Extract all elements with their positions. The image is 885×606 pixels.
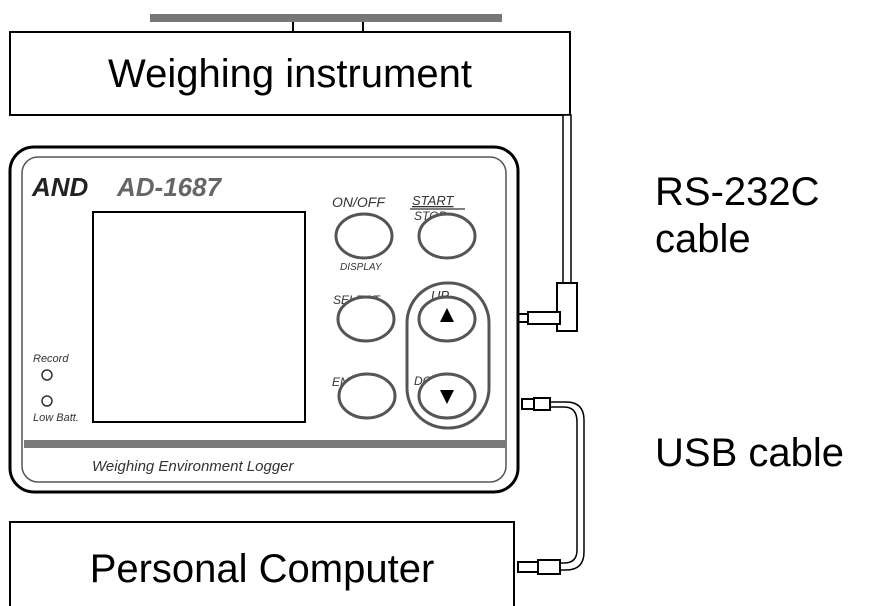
start-label: START (412, 193, 454, 208)
logger-inner-frame (21, 156, 507, 483)
usb-cable-label: USB cable (655, 431, 844, 475)
weighing-instrument-label: Weighing instrument (108, 52, 472, 96)
footer-label: Weighing Environment Logger (92, 458, 295, 475)
rs232-plug (556, 282, 578, 332)
scale-pan (150, 14, 502, 22)
weighing-instrument-box (9, 31, 571, 116)
model-name: AD-1687 (116, 172, 223, 202)
rs232-cable (562, 114, 572, 286)
lcd-display (92, 211, 306, 423)
usb-plug-computer (537, 559, 561, 575)
usb-tip-device (521, 398, 535, 410)
up-arrow-icon (440, 308, 454, 322)
select-button[interactable] (336, 295, 396, 343)
enter-button[interactable] (337, 372, 397, 420)
record-led (41, 369, 53, 381)
rs232-connector (527, 311, 561, 325)
usb-cable-inner (550, 406, 578, 564)
rs232-cable-label-line1: RS-232C (655, 170, 820, 214)
usb-cable-outer (550, 401, 585, 571)
on-off-label: ON/OFF (332, 194, 386, 210)
low-batt-led (41, 395, 53, 407)
record-led-label: Record (33, 353, 69, 365)
display-label: DISPLAY (340, 262, 383, 273)
personal-computer-label: Personal Computer (90, 547, 435, 591)
rs232-cable-label-line2: cable (655, 217, 751, 261)
usb-plug-device (533, 397, 551, 411)
usb-tip-computer (517, 561, 539, 573)
low-batt-led-label: Low Batt. (33, 412, 79, 424)
brand-logo: AND (31, 172, 89, 202)
accent-bar (24, 440, 506, 448)
personal-computer-box (9, 521, 515, 606)
up-down-group (405, 281, 491, 430)
on-off-button[interactable] (334, 212, 394, 260)
down-arrow-icon (440, 390, 454, 404)
start-stop-button[interactable] (417, 212, 477, 260)
